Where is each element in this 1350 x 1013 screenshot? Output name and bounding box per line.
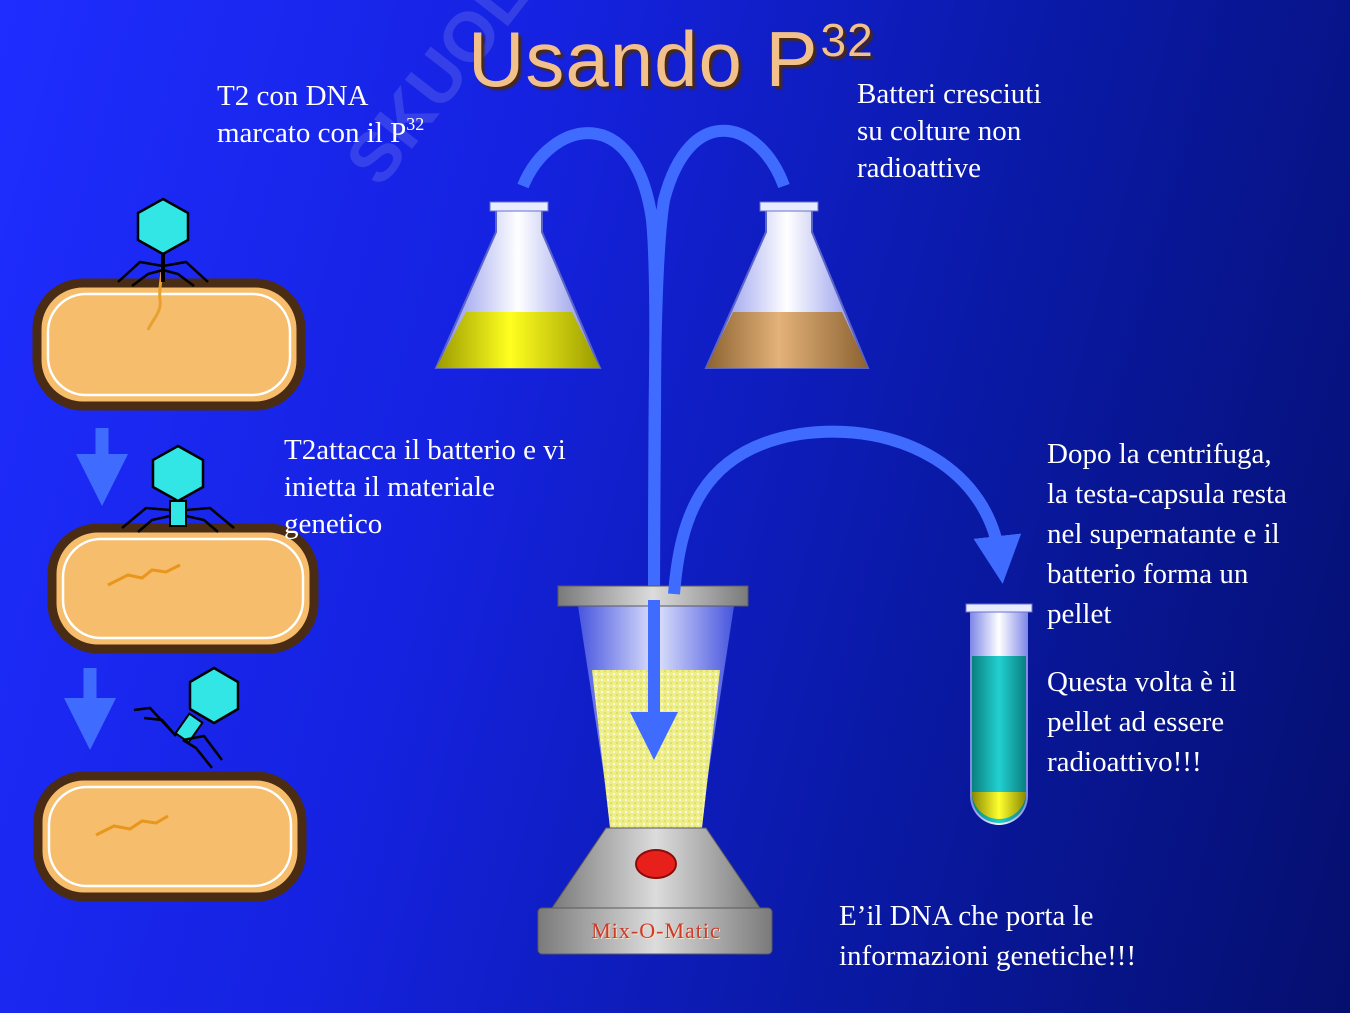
injected-dna-2 <box>107 563 181 587</box>
mixer-brand-label: Mix-O-Matic <box>591 918 721 943</box>
test-tube <box>965 603 1033 825</box>
bacterium-3 <box>33 771 307 902</box>
phage-3-icon <box>133 666 240 769</box>
label-t2-attack: T2attacca il batterio e vi inietta il ma… <box>284 434 566 540</box>
flow-arrow-to-test-tube <box>668 425 1022 595</box>
flow-arrow-from-bacteria-flask <box>648 124 790 621</box>
flask-non-radioactive <box>704 201 870 369</box>
label-conclusion: E’il DNA che porta le informazioni genet… <box>839 900 1137 972</box>
mixer-button <box>635 849 677 879</box>
phage-2-icon <box>121 444 235 533</box>
label-bacteria-cultures: Batteri cresciuti su colture non radioat… <box>857 78 1042 184</box>
flask-radioactive <box>434 201 602 369</box>
bacterium-2 <box>47 523 319 654</box>
phage-1-icon <box>117 197 209 287</box>
label-centrifuge: Dopo la centrifuga, la testa-capsula res… <box>1047 438 1287 630</box>
label-pellet-radioactive: Questa volta è il pellet ad essere radio… <box>1047 666 1237 778</box>
title-superscript: 32 <box>820 14 874 66</box>
injected-dna-3 <box>95 814 169 837</box>
bacterium-1 <box>32 278 306 411</box>
slide-title: Usando P32 <box>468 14 874 103</box>
